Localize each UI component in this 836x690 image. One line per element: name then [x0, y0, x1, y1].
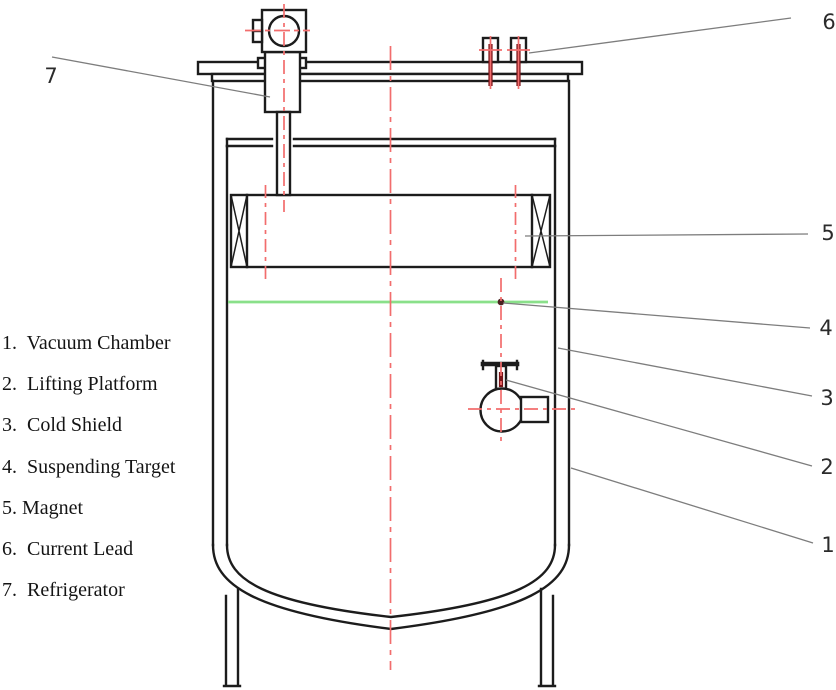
- legend-item-vacuum-chamber: 1. Vacuum Chamber: [2, 332, 171, 354]
- legend-item-lifting-platform: 2. Lifting Platform: [2, 373, 158, 396]
- leader-3: [557, 347, 813, 397]
- callout-4: 4: [819, 316, 832, 340]
- legend: 1. Vacuum Chamber 2. Lifting Platform 3.…: [2, 331, 175, 619]
- target-dot: [497, 298, 505, 306]
- refrigerator: [251, 8, 308, 197]
- legend-item-suspending-target: 4. Suspending Target: [2, 455, 176, 478]
- cold-shield: [225, 137, 557, 619]
- leader-7: [51, 56, 271, 98]
- callout-1: 1: [821, 533, 834, 557]
- magnet-left-coil-hatch: [230, 194, 248, 268]
- leader-5: [524, 233, 809, 237]
- platform-body-circle: [479, 387, 525, 433]
- leader-lines: [51, 17, 814, 544]
- callout-2: 2: [820, 455, 833, 479]
- leader-4: [502, 302, 811, 329]
- leader-6: [528, 17, 792, 54]
- centerlines: [245, 4, 578, 670]
- magnet-right-coil-hatch: [531, 194, 551, 268]
- lifting-platform: [479, 359, 550, 433]
- callout-numbers: 7 6 5 4 3 2 1: [44, 10, 835, 557]
- callout-6: 6: [822, 10, 835, 34]
- legend-item-current-lead: 6. Current Lead: [2, 537, 134, 560]
- refrigerator-neck: [263, 50, 302, 114]
- suspending-target: [228, 298, 548, 306]
- leader-2: [505, 379, 813, 467]
- callout-3: 3: [820, 386, 833, 410]
- legend-item-cold-shield: 3. Cold Shield: [2, 414, 123, 437]
- leader-1: [570, 467, 814, 544]
- legend-item-refrigerator: 7. Refrigerator: [2, 579, 125, 602]
- callout-7: 7: [44, 64, 57, 88]
- support-legs: [222, 587, 557, 688]
- legend-item-magnet: 5. Magnet: [2, 496, 84, 519]
- callout-5: 5: [821, 221, 834, 245]
